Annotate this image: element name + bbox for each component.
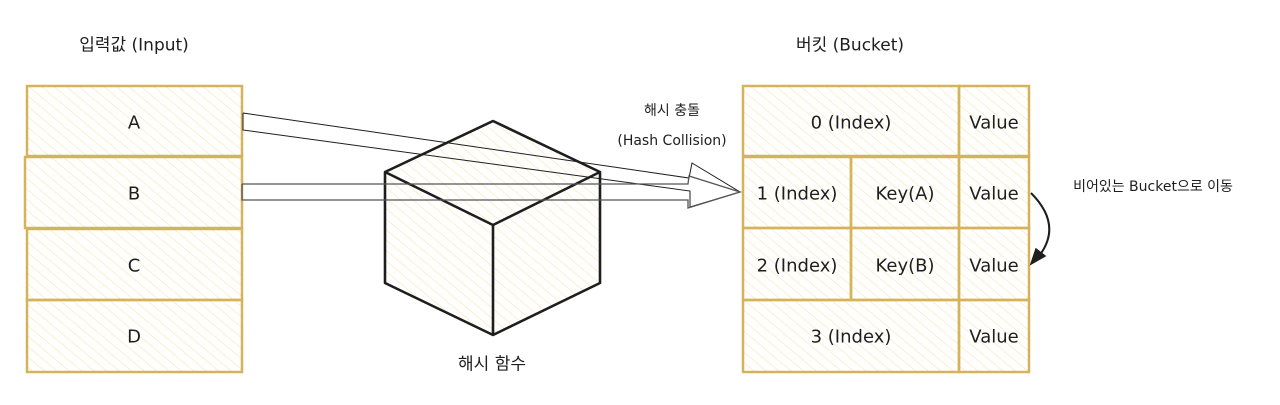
bucket-3-index-cell xyxy=(741,298,961,374)
input-cell-d xyxy=(25,298,244,374)
bucket-table xyxy=(741,84,1031,374)
bucket-3-index: 3 (Index) xyxy=(810,326,892,348)
bucket-1-index-cell xyxy=(741,155,853,230)
bucket-1-key-cell xyxy=(849,155,961,230)
bucket-2-index-cell xyxy=(741,226,853,302)
input-column xyxy=(23,84,244,374)
bucket-1-value: Value xyxy=(969,183,1019,205)
input-cell-b xyxy=(23,155,244,230)
bucket-1-key: Key(A) xyxy=(875,183,935,205)
bucket-title: 버킷 (Bucket) xyxy=(795,35,905,56)
hash-function-label: 해시 함수 xyxy=(458,354,526,375)
cube-icon xyxy=(383,119,602,337)
bucket-0-index: 0 (Index) xyxy=(810,112,892,134)
bucket-1-index: 1 (Index) xyxy=(756,183,838,205)
probe-arrow xyxy=(1029,192,1051,266)
bucket-2-key: Key(B) xyxy=(875,255,935,277)
input-item-b: B xyxy=(127,183,141,205)
collision-label-ko: 해시 충돌 xyxy=(644,103,700,119)
bucket-2-index: 2 (Index) xyxy=(756,255,838,277)
input-cell-a xyxy=(25,84,244,158)
bucket-0-value-cell xyxy=(957,84,1031,158)
bucket-2-value: Value xyxy=(969,255,1019,277)
input-title: 입력값 (Input) xyxy=(79,35,189,56)
bucket-3-value-cell xyxy=(957,298,1031,374)
bucket-0-value: Value xyxy=(969,112,1019,134)
probe-note: 비어있는 Bucket으로 이동 xyxy=(1073,179,1233,195)
bucket-0-index-cell xyxy=(741,84,961,158)
input-item-d: D xyxy=(127,326,141,348)
bucket-3-value: Value xyxy=(969,326,1019,348)
collision-label-en: (Hash Collision) xyxy=(617,133,727,149)
bucket-2-key-cell xyxy=(849,226,961,302)
arrow-b-to-bucket-1 xyxy=(241,175,743,209)
input-item-c: C xyxy=(127,255,141,277)
input-item-a: A xyxy=(127,112,141,134)
